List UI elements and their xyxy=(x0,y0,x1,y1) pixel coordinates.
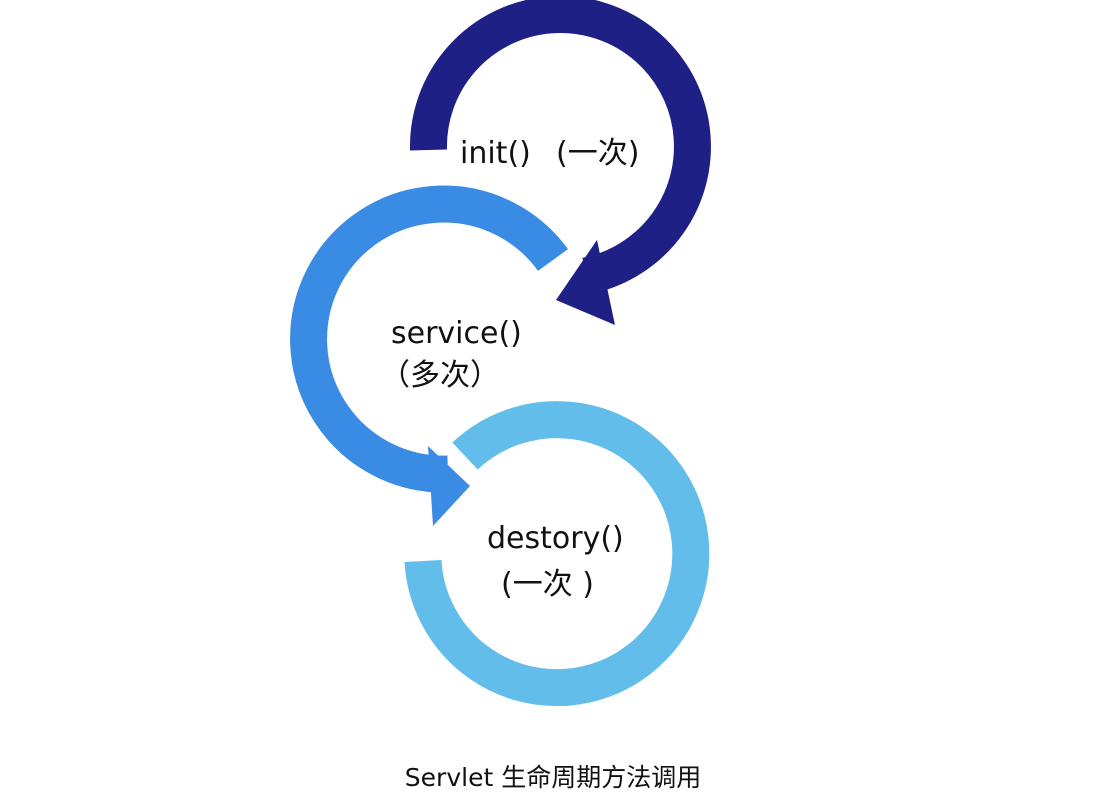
init-arrowhead xyxy=(556,240,615,325)
destory-frequency-label: (一次 ) xyxy=(501,567,594,602)
service-cycle-arrow xyxy=(290,185,568,526)
init-method-label: init() xyxy=(460,136,531,171)
service-arrowhead xyxy=(428,446,470,526)
destory-method-label: destory() xyxy=(487,521,624,556)
service-arc xyxy=(290,185,568,493)
init-frequency-label: (一次) xyxy=(556,136,640,171)
diagram-caption: Servlet 生命周期方法调用 xyxy=(404,763,702,792)
service-frequency-label: （多次） xyxy=(380,358,500,393)
destory-arc xyxy=(404,401,710,707)
init-arc xyxy=(409,0,711,295)
service-method-label: service() xyxy=(391,316,522,351)
init-cycle-arrow xyxy=(409,0,711,325)
destory-cycle-ring xyxy=(404,401,710,707)
